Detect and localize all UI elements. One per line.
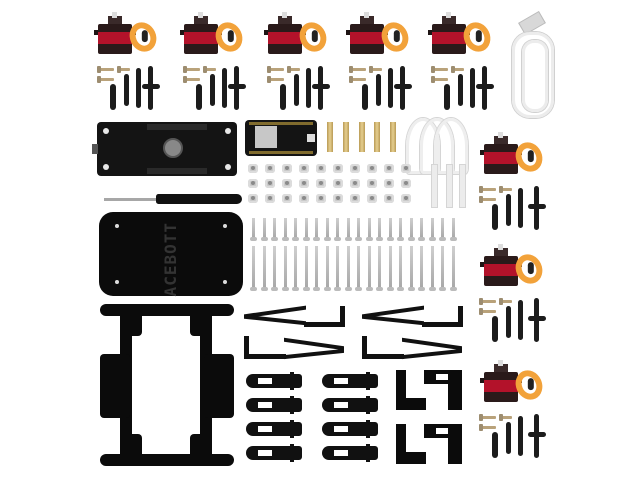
servo-motor (478, 132, 550, 188)
leg-part (362, 336, 462, 362)
expansion-board (97, 122, 237, 176)
servo-horn-set (180, 64, 252, 112)
servo-motor (262, 12, 334, 68)
leg-part (362, 304, 463, 330)
bracket-part (396, 424, 462, 464)
servo-horn-set (94, 64, 166, 112)
servo-horn-set (476, 412, 548, 460)
chassis-frame (100, 304, 234, 468)
servo-motor (178, 12, 250, 68)
servo-motor (92, 12, 164, 68)
brand-engraving: ACEBOTT (161, 222, 180, 297)
short-screws-row (250, 218, 462, 242)
servo-horn-set (264, 64, 336, 112)
servo-motor (344, 12, 416, 68)
acrylic-cover-plate: ACEBOTT (99, 212, 243, 296)
servo-motor (426, 12, 498, 68)
long-screws-row (250, 246, 462, 292)
servo-horn-set (476, 296, 548, 344)
servo-motor (478, 360, 550, 416)
screwdriver (104, 192, 244, 206)
leg-part (244, 336, 344, 362)
usb-cable (508, 10, 568, 118)
bracket-part (396, 370, 462, 410)
servo-horn-set (428, 64, 500, 112)
servo-horn-set (346, 64, 418, 112)
servo-motor (478, 244, 550, 300)
servo-horn-set (476, 184, 548, 232)
esp8266-board (245, 120, 317, 156)
nuts-grid (248, 164, 428, 206)
power-switch (92, 144, 98, 154)
leg-part (244, 304, 345, 330)
